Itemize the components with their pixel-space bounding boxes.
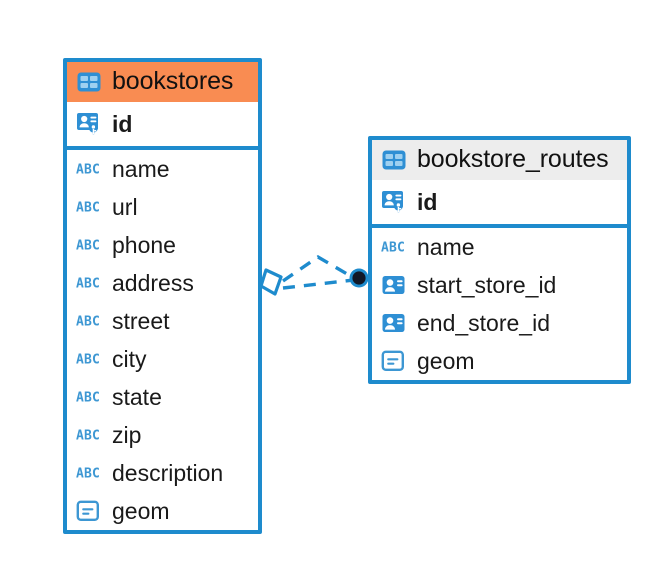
svg-text:ABC: ABC (381, 241, 405, 256)
column-label: name (417, 233, 475, 260)
column-row-zip[interactable]: ABC zip (67, 416, 258, 454)
primary-key-badge-icon (77, 113, 98, 135)
text-abc-icon: ABC (76, 467, 100, 482)
text-abc-icon: ABC (76, 163, 100, 178)
column-row-start-store-id[interactable]: start_store_id (372, 266, 627, 304)
geometry-icon (381, 350, 404, 371)
relationship-edge-upper (282, 254, 355, 283)
primary-key-divider (67, 146, 258, 150)
column-row-geom[interactable]: geom (372, 342, 627, 380)
column-label: end_store_id (417, 309, 550, 336)
primary-key-badge-icon (382, 191, 403, 213)
svg-text:ABC: ABC (76, 467, 100, 482)
svg-text:ABC: ABC (76, 277, 100, 292)
foreign-key-badge-icon (382, 314, 405, 332)
column-row-geom[interactable]: geom (67, 492, 258, 530)
table-grid-icon (77, 72, 101, 91)
svg-text:ABC: ABC (76, 429, 100, 444)
svg-text:ABC: ABC (76, 353, 100, 368)
column-row-phone[interactable]: ABC phone (67, 226, 258, 264)
text-abc-icon: ABC (76, 201, 100, 216)
svg-text:ABC: ABC (76, 391, 100, 406)
column-label: address (112, 269, 194, 296)
column-label: start_store_id (417, 271, 557, 298)
filled-circle-marker (349, 268, 369, 288)
column-row-state[interactable]: ABC state (67, 378, 258, 416)
text-abc-icon: ABC (76, 239, 100, 254)
column-row-city[interactable]: ABC city (67, 340, 258, 378)
table-grid-icon (382, 150, 406, 169)
foreign-key-badge-icon (382, 276, 405, 294)
column-label: zip (112, 421, 142, 448)
entity-name-label: bookstores (112, 67, 234, 95)
geometry-icon (76, 500, 99, 521)
column-row-description[interactable]: ABC description (67, 454, 258, 492)
column-label: street (112, 307, 170, 334)
column-row-street[interactable]: ABC street (67, 302, 258, 340)
primary-key-divider (372, 224, 627, 228)
text-abc-icon: ABC (76, 353, 100, 368)
svg-text:ABC: ABC (76, 239, 100, 254)
text-abc-icon: ABC (381, 241, 405, 256)
text-abc-icon: ABC (76, 315, 100, 330)
column-row-url[interactable]: ABC url (67, 188, 258, 226)
entity-name-label: bookstore_routes (417, 145, 609, 173)
column-row-primary-key[interactable]: id (372, 180, 627, 224)
column-label: phone (112, 231, 176, 258)
text-abc-icon: ABC (76, 429, 100, 444)
entity-table-bookstore-routes[interactable]: bookstore_routes id ABC name (368, 136, 631, 384)
column-row-primary-key[interactable]: id (67, 102, 258, 146)
entity-table-bookstores[interactable]: bookstores id ABC name (63, 58, 262, 534)
diamond-open-marker (259, 268, 283, 296)
column-label: id (417, 188, 438, 215)
column-label: geom (112, 497, 170, 524)
column-label: name (112, 155, 170, 182)
column-row-end-store-id[interactable]: end_store_id (372, 304, 627, 342)
svg-text:ABC: ABC (76, 315, 100, 330)
column-label: city (112, 345, 147, 372)
svg-text:ABC: ABC (76, 201, 100, 216)
column-label: id (112, 110, 133, 137)
entity-header-bookstores[interactable]: bookstores (67, 62, 258, 102)
svg-text:ABC: ABC (76, 163, 100, 178)
column-label: url (112, 193, 138, 220)
column-row-name[interactable]: ABC name (67, 150, 258, 188)
column-label: geom (417, 347, 475, 374)
relationship-edge-lower (282, 278, 355, 290)
column-label: state (112, 383, 162, 410)
text-abc-icon: ABC (76, 277, 100, 292)
column-row-address[interactable]: ABC address (67, 264, 258, 302)
text-abc-icon: ABC (76, 391, 100, 406)
entity-header-bookstore-routes[interactable]: bookstore_routes (372, 140, 627, 180)
column-row-name[interactable]: ABC name (372, 228, 627, 266)
column-label: description (112, 459, 224, 486)
